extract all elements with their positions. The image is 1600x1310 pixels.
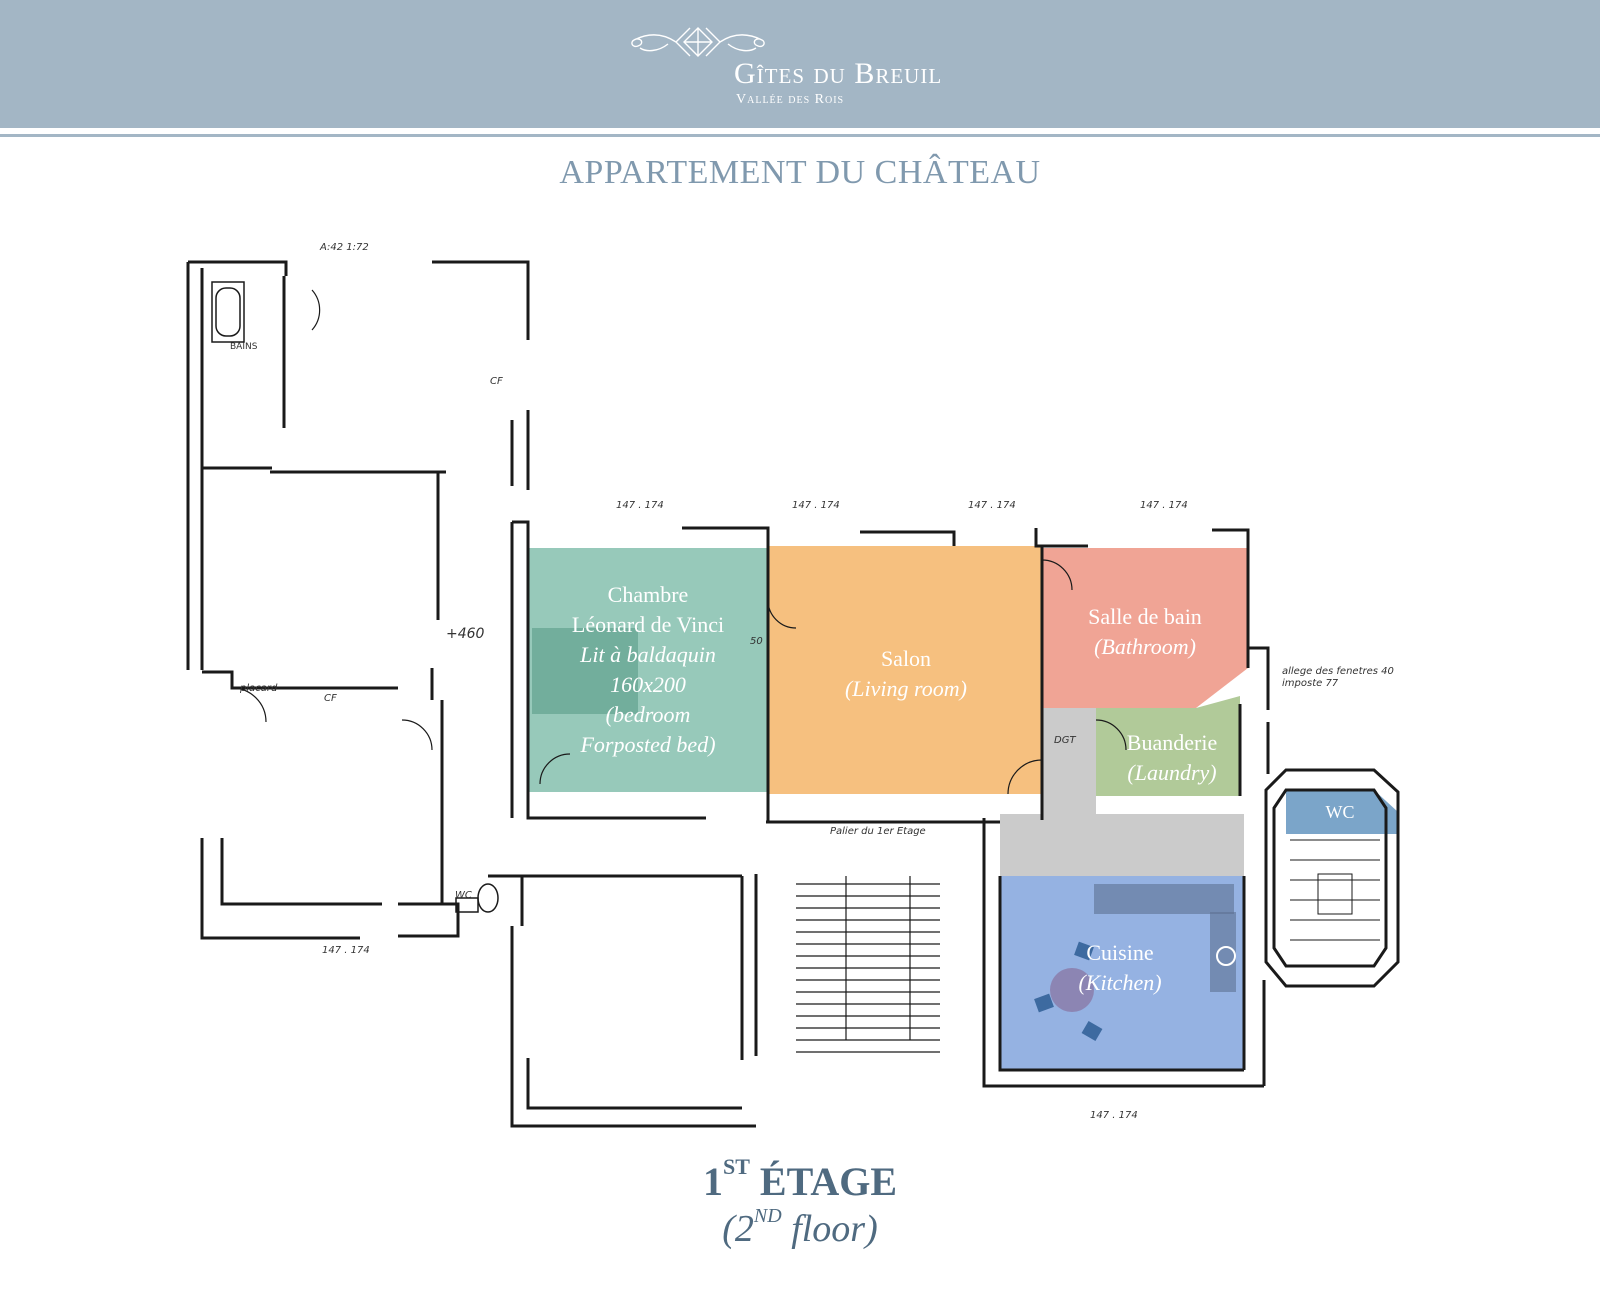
dgt-label: DGT bbox=[1054, 735, 1076, 746]
floor-suffix: ST bbox=[723, 1154, 750, 1179]
kitchen-counter-side bbox=[1210, 912, 1236, 992]
cf-label: CF bbox=[324, 693, 337, 704]
kitchen-chair bbox=[1074, 941, 1094, 961]
header-divider bbox=[0, 134, 1600, 137]
brand-name: Gîtes du Breuil bbox=[734, 57, 943, 90]
room-name: Cuisine bbox=[1086, 940, 1154, 965]
dimension-label: 147 . 174 bbox=[1140, 500, 1188, 511]
cooktop-icon bbox=[1216, 946, 1236, 966]
room-detail: Lit à baldaquin bbox=[580, 642, 716, 667]
cf-label: CF bbox=[490, 376, 503, 387]
floor-sub-close: floor) bbox=[781, 1208, 878, 1250]
floor-sub-open: (2 bbox=[722, 1208, 754, 1250]
palier-label: Palier du 1er Etage bbox=[830, 826, 926, 837]
floor-number: 1 bbox=[703, 1159, 723, 1204]
room-detail: (bedroom bbox=[605, 702, 691, 727]
room-name: Chambre bbox=[607, 582, 689, 607]
room-label-salon: Salon (Living room) bbox=[806, 644, 1006, 704]
placard-label: placard bbox=[240, 683, 278, 694]
room-label-sdb: Salle de bain (Bathroom) bbox=[1060, 602, 1230, 662]
kitchen-chair bbox=[1081, 1020, 1103, 1042]
room-translation: (Bathroom) bbox=[1094, 634, 1196, 659]
dimension-label: 147 . 174 bbox=[792, 500, 840, 511]
dimension-label: 147 . 174 bbox=[616, 500, 664, 511]
brand-subtitle: Vallée des Rois bbox=[736, 92, 845, 107]
room-detail: 160x200 bbox=[610, 672, 686, 697]
level-label: +460 bbox=[446, 626, 485, 642]
dimension-label: 50 bbox=[750, 636, 763, 647]
dimension-label: A:42 1:72 bbox=[320, 242, 369, 253]
room-name: Salon bbox=[880, 646, 932, 671]
wc-fixture-label: WC bbox=[455, 890, 472, 901]
imposte-note: imposte 77 bbox=[1282, 678, 1339, 689]
kitchen-table bbox=[1050, 968, 1094, 1012]
room-translation: (Living room) bbox=[844, 676, 967, 701]
dimension-label: 147 . 174 bbox=[1090, 1110, 1138, 1121]
bains-label: BAINS bbox=[230, 342, 258, 352]
floor-sub-suffix: ND bbox=[753, 1205, 782, 1227]
ornament-logo-icon bbox=[631, 27, 765, 57]
page-title: APPARTEMENT DU CHÂTEAU bbox=[559, 154, 1041, 191]
room-translation: (Laundry) bbox=[1127, 760, 1217, 785]
room-label-chambre: Chambre Léonard de Vinci Lit à baldaquin… bbox=[538, 580, 758, 760]
allege-note: allege des fenetres 40 bbox=[1282, 666, 1394, 677]
room-name: Léonard de Vinci bbox=[571, 612, 725, 637]
room-chambre-area bbox=[528, 548, 768, 792]
room-translation: (Kitchen) bbox=[1078, 970, 1162, 995]
room-label-cuisine: Cuisine (Kitchen) bbox=[1040, 938, 1200, 998]
room-salon-area bbox=[768, 546, 1042, 794]
header-banner: Gîtes du Breuil Vallée des Rois bbox=[0, 0, 1600, 128]
kitchen-chair bbox=[1034, 993, 1054, 1013]
room-hall-area bbox=[1000, 708, 1244, 876]
room-sdb-area bbox=[1042, 548, 1248, 708]
dimension-label: 147 . 174 bbox=[968, 500, 1016, 511]
floor-title: 1ST ÉTAGE bbox=[0, 1154, 1600, 1205]
room-wc-area bbox=[1286, 790, 1398, 834]
room-name: Salle de bain bbox=[1088, 604, 1202, 629]
bed-overlay bbox=[532, 628, 638, 714]
floor-name: ÉTAGE bbox=[759, 1159, 897, 1204]
room-label-buanderie: Buanderie (Laundry) bbox=[1102, 728, 1242, 788]
room-label-wc: WC bbox=[1300, 797, 1380, 827]
floor-subtitle: (2ND floor) bbox=[0, 1205, 1600, 1251]
room-buanderie-area bbox=[1096, 696, 1240, 796]
dimension-label: 147 . 174 bbox=[322, 945, 370, 956]
kitchen-counter bbox=[1094, 884, 1234, 914]
room-name: WC bbox=[1325, 802, 1355, 822]
room-name: Buanderie bbox=[1126, 730, 1218, 755]
room-detail: Forposted bed) bbox=[580, 732, 716, 757]
